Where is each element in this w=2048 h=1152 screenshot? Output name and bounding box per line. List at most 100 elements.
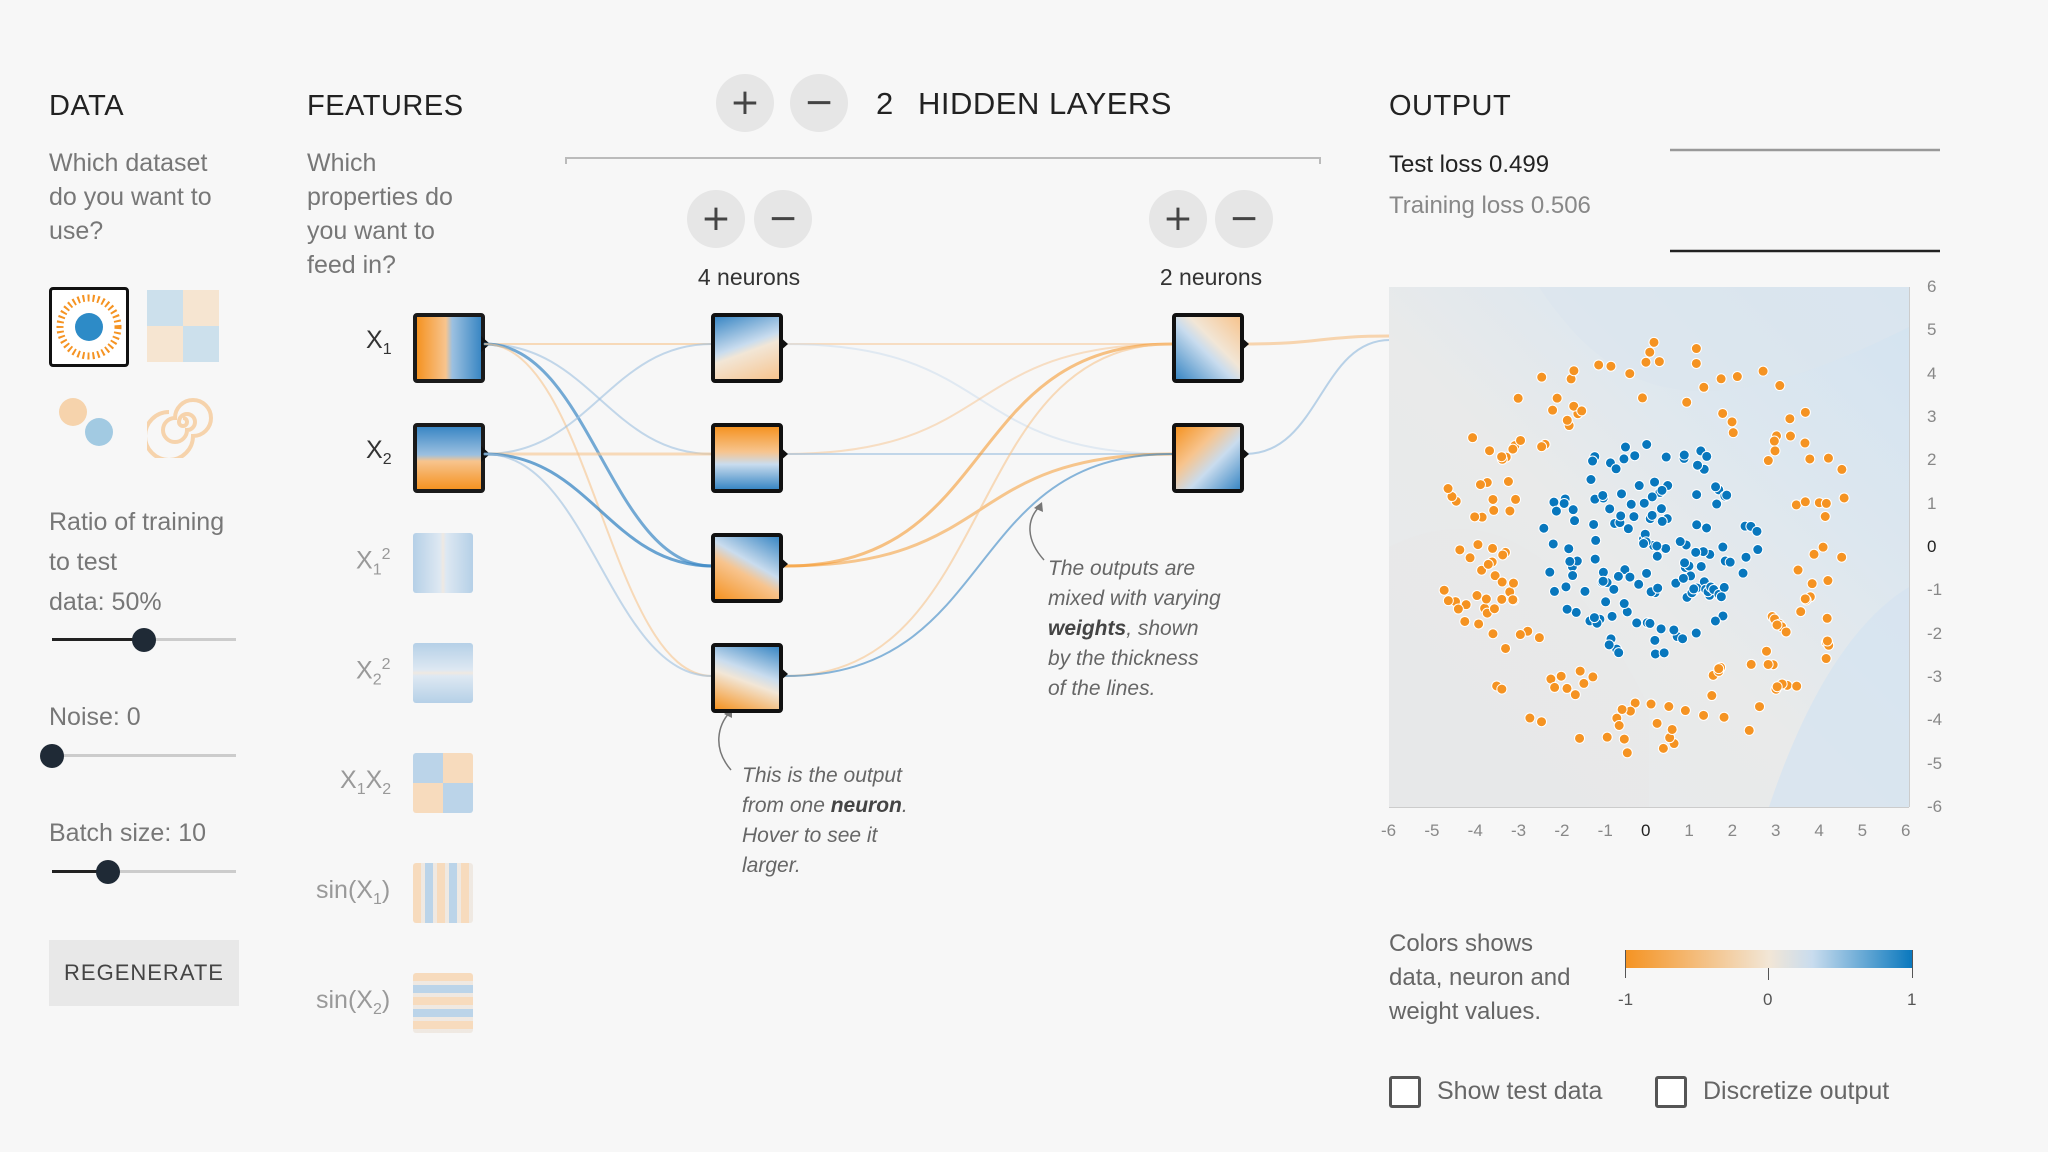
feature-x1-tile[interactable] bbox=[413, 313, 485, 383]
data-point-blue bbox=[1692, 459, 1704, 471]
data-point-orange bbox=[1488, 504, 1500, 516]
feature-x2-tile[interactable] bbox=[413, 423, 485, 493]
data-point-orange bbox=[1726, 416, 1738, 428]
data-point-orange bbox=[1574, 732, 1586, 744]
layer1-neuron-1[interactable] bbox=[711, 313, 783, 383]
data-point-orange bbox=[1698, 709, 1710, 721]
data-point-orange bbox=[1464, 552, 1476, 564]
feature-sinx2-tile[interactable] bbox=[413, 973, 473, 1033]
data-point-orange bbox=[1706, 690, 1718, 702]
data-point-blue bbox=[1678, 449, 1690, 461]
data-point-orange bbox=[1653, 356, 1665, 368]
data-point-blue bbox=[1752, 544, 1764, 556]
data-point-orange bbox=[1681, 396, 1693, 408]
data-point-orange bbox=[1536, 441, 1548, 453]
feature-label-x1x2: X1X2 bbox=[340, 766, 392, 798]
data-point-orange bbox=[1727, 427, 1739, 439]
data-point-orange bbox=[1504, 505, 1516, 517]
layer-count: 2 bbox=[876, 86, 894, 121]
y-tick: -3 bbox=[1927, 667, 1943, 686]
data-point-blue bbox=[1588, 612, 1600, 624]
data-point-orange bbox=[1820, 653, 1832, 665]
data-point-blue bbox=[1597, 575, 1609, 587]
gaussian-dataset-icon bbox=[59, 398, 113, 446]
data-point-orange bbox=[1601, 731, 1613, 743]
layer2-neuron-1[interactable] bbox=[1172, 313, 1244, 383]
discretize-output-label: Discretize output bbox=[1703, 1077, 1890, 1105]
data-point-orange bbox=[1715, 373, 1727, 385]
data-point-orange bbox=[1769, 445, 1781, 457]
data-point-blue bbox=[1651, 540, 1663, 552]
data-point-orange bbox=[1469, 511, 1481, 523]
layer2-neuron-count: 2 neurons bbox=[1159, 264, 1263, 290]
data-point-blue bbox=[1737, 567, 1749, 579]
y-tick: -6 bbox=[1927, 797, 1943, 816]
add-neuron-layer1-button[interactable]: + bbox=[687, 190, 745, 248]
layer1-neuron-2[interactable] bbox=[711, 423, 783, 493]
data-point-orange bbox=[1487, 493, 1499, 505]
data-point-blue bbox=[1710, 481, 1722, 493]
data-point-blue bbox=[1624, 571, 1636, 583]
discretize-output-checkbox[interactable] bbox=[1655, 1076, 1687, 1108]
data-point-orange bbox=[1496, 593, 1508, 605]
dataset-gaussian[interactable] bbox=[49, 386, 123, 458]
data-point-blue bbox=[1677, 572, 1689, 584]
data-point-blue bbox=[1679, 557, 1691, 569]
data-point-orange bbox=[1718, 711, 1730, 723]
data-point-blue bbox=[1740, 551, 1752, 563]
data-point-orange bbox=[1507, 577, 1519, 589]
data-point-orange bbox=[1644, 346, 1656, 358]
dataset-circle[interactable] bbox=[49, 287, 129, 367]
xor-dataset-icon bbox=[147, 290, 219, 362]
dataset-xor[interactable] bbox=[147, 290, 219, 362]
batch-slider-knob[interactable] bbox=[96, 860, 120, 884]
noise-slider-knob[interactable] bbox=[40, 744, 64, 768]
data-point-blue bbox=[1561, 603, 1573, 615]
data-point-blue bbox=[1655, 623, 1667, 635]
layer1-neuron-3[interactable] bbox=[711, 533, 783, 603]
layer1-neuron-4[interactable] bbox=[711, 643, 783, 713]
data-point-orange bbox=[1452, 603, 1464, 615]
data-point-blue bbox=[1616, 488, 1628, 500]
feature-x2sq-tile[interactable] bbox=[413, 643, 473, 703]
data-point-orange bbox=[1555, 670, 1567, 682]
data-point-orange bbox=[1804, 453, 1816, 465]
regenerate-button[interactable]: REGENERATE bbox=[49, 940, 239, 1006]
feature-sinx1-tile[interactable] bbox=[413, 863, 473, 923]
data-point-orange bbox=[1819, 511, 1831, 523]
data-point-blue bbox=[1558, 497, 1570, 509]
ratio-slider-knob[interactable] bbox=[132, 628, 156, 652]
layer2-neuron-2[interactable] bbox=[1172, 423, 1244, 493]
data-point-blue bbox=[1649, 634, 1661, 646]
data-point-orange bbox=[1613, 720, 1625, 732]
x-tick: 5 bbox=[1857, 821, 1868, 840]
data-point-orange bbox=[1836, 463, 1848, 475]
add-layer-button[interactable]: + bbox=[716, 74, 774, 132]
data-point-orange bbox=[1817, 541, 1829, 553]
feature-x1sq-tile[interactable] bbox=[413, 533, 473, 593]
remove-neuron-layer1-button[interactable]: − bbox=[754, 190, 812, 248]
data-point-blue bbox=[1579, 585, 1591, 597]
training-loss: Training loss 0.506 bbox=[1389, 192, 1591, 219]
batch-slider-track[interactable] bbox=[52, 870, 236, 873]
data-point-blue bbox=[1567, 570, 1579, 582]
y-tick: 6 bbox=[1927, 277, 1937, 296]
noise-slider-track[interactable] bbox=[52, 754, 236, 757]
output-heatmap[interactable] bbox=[1389, 287, 1909, 807]
data-point-orange bbox=[1768, 435, 1780, 447]
feature-x1x2-tile[interactable] bbox=[413, 753, 473, 813]
add-neuron-layer2-button[interactable]: + bbox=[1149, 190, 1207, 248]
remove-neuron-layer2-button[interactable]: − bbox=[1215, 190, 1273, 248]
data-point-orange bbox=[1838, 492, 1850, 504]
data-point-blue bbox=[1619, 564, 1631, 576]
data-title: DATA bbox=[49, 90, 125, 122]
data-point-orange bbox=[1482, 558, 1494, 570]
show-test-data-checkbox[interactable] bbox=[1389, 1076, 1421, 1108]
y-tick: -4 bbox=[1927, 710, 1943, 730]
data-point-orange bbox=[1605, 360, 1617, 372]
data-point-blue bbox=[1691, 489, 1703, 501]
remove-layer-button[interactable]: − bbox=[790, 74, 848, 132]
data-point-blue bbox=[1690, 546, 1702, 558]
x-tick: 2 bbox=[1727, 821, 1738, 840]
data-point-orange bbox=[1713, 663, 1725, 675]
